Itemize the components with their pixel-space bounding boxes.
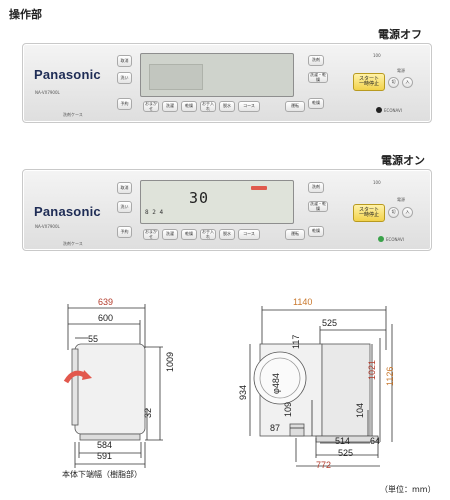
start-pause-button[interactable]: スタート 一時停止 (353, 73, 385, 91)
course-button-2[interactable]: 洗濯 (162, 229, 178, 240)
capacity-badge: 100 (373, 53, 381, 58)
power-on-heading: 電源オン (381, 154, 425, 167)
dim-base-64: 64 (370, 436, 381, 446)
power-label: 電源 (397, 197, 405, 202)
dim-base-width: 584 (97, 440, 113, 450)
display-screen-off (140, 53, 294, 97)
dry-button[interactable]: 乾燥 (308, 98, 324, 109)
detergent-button[interactable]: 洗剤 (308, 182, 324, 193)
wash-dry-button[interactable]: 洗濯・乾燥 (308, 201, 328, 212)
dim-height-1126: 1126 (385, 366, 395, 386)
dim-depth-total: 1140 (293, 297, 313, 307)
brand-logo: Panasonic (34, 204, 101, 219)
dim-base-514: 514 (335, 436, 351, 446)
cancel-button[interactable]: 取消 (117, 55, 132, 67)
wash-button[interactable]: 洗い (117, 72, 132, 84)
cancel-button[interactable]: 取消 (117, 182, 132, 194)
power-label: 電源 (397, 68, 405, 73)
red-indicator (251, 186, 267, 190)
model-number: NA-VX7900L (35, 224, 60, 229)
dim-base-772: 772 (316, 460, 332, 470)
course-button-6[interactable]: コース (238, 101, 260, 112)
control-panel-on: Panasonic NA-VX7900L 洗剤ケース 取消 洗い 予約 30 8… (22, 169, 432, 251)
detergent-button[interactable]: 洗剤 (308, 55, 324, 66)
course-button-3[interactable]: 乾燥 (181, 229, 197, 240)
dim-door-height: 934 (238, 384, 248, 400)
course-button-5[interactable]: 脱水 (219, 229, 235, 240)
power-off-button[interactable]: 切 (388, 77, 399, 88)
course-button-5[interactable]: 脱水 (219, 101, 235, 112)
power-on-button[interactable]: 入 (402, 77, 413, 88)
econavi-label: ECONAVI (384, 108, 402, 113)
brand-logo: Panasonic (34, 67, 101, 82)
dim-base-104: 104 (355, 402, 365, 418)
course-button-1[interactable]: おまかせ (143, 101, 159, 112)
base-width-caption: 本体下端幅（樹脂部） (62, 470, 142, 479)
course-button-7[interactable]: 運転 (285, 229, 305, 240)
course-button-3[interactable]: 乾燥 (181, 101, 197, 112)
side-view-diagram (249, 306, 393, 467)
control-panel-off: Panasonic NA-VX7900L 洗剤ケース 取消 洗い 予約 おまかせ… (22, 43, 432, 123)
dim-door-diameter: φ484 (271, 373, 281, 394)
dim-height-1021: 1021 (367, 359, 377, 380)
course-button-4[interactable]: お手入れ (200, 101, 216, 112)
dim-width-total: 639 (98, 297, 114, 307)
dim-depth-rear: 525 (322, 318, 338, 328)
display-segment-area (149, 64, 203, 90)
econavi-indicator-on (378, 236, 384, 242)
course-button-2[interactable]: 洗濯 (162, 101, 178, 112)
section-heading: 操作部 (9, 8, 42, 21)
course-button-4[interactable]: お手入れ (200, 229, 216, 240)
dim-door-offset: 55 (88, 334, 99, 344)
course-button-1[interactable]: おまかせ (143, 229, 159, 240)
start-pause-button[interactable]: スタート 一時停止 (353, 204, 385, 222)
power-on-button[interactable]: 入 (402, 207, 413, 218)
course-button-7[interactable]: 運転 (285, 101, 305, 112)
dim-width-body: 600 (98, 313, 114, 323)
dim-base-height: 32 (143, 407, 153, 418)
case-label: 洗剤ケース (63, 112, 83, 117)
wash-dry-button[interactable]: 洗濯・乾燥 (308, 72, 328, 83)
front-view-diagram (63, 304, 163, 468)
power-off-heading: 電源オフ (378, 28, 422, 41)
dim-door-bottom: 109 (283, 401, 293, 417)
dim-base-525: 525 (338, 448, 354, 458)
display-screen-on: 30 8 2 4 (140, 180, 294, 224)
dim-height-body: 1009 (165, 351, 175, 372)
econavi-label: ECONAVI (386, 237, 404, 242)
case-label: 洗剤ケース (63, 241, 83, 246)
dim-top-clearance: 117 (291, 334, 301, 349)
wash-button[interactable]: 洗い (117, 201, 132, 213)
sub-readout: 8 2 4 (145, 209, 164, 216)
dim-foot-87: 87 (270, 423, 281, 433)
timer-button[interactable]: 予約 (117, 98, 132, 110)
timer-button[interactable]: 予約 (117, 226, 132, 238)
dim-base-total: 591 (97, 451, 113, 461)
power-off-button[interactable]: 切 (388, 207, 399, 218)
model-number: NA-VX7900L (35, 90, 60, 95)
dry-button[interactable]: 乾燥 (308, 226, 324, 237)
time-readout: 30 (189, 189, 210, 207)
capacity-badge: 100 (373, 180, 381, 185)
econavi-indicator-off (376, 107, 382, 113)
course-button-6[interactable]: コース (238, 229, 260, 240)
unit-note: （単位：mm） (380, 485, 436, 494)
